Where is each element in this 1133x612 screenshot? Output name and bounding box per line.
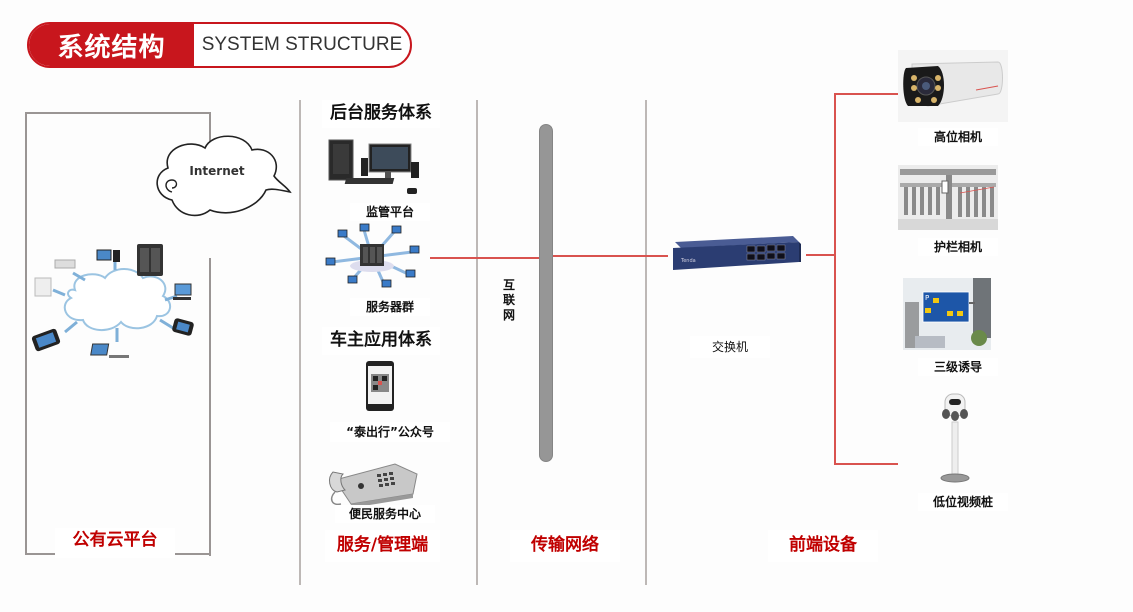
desktop-computer-icon [328,139,419,194]
divider-1 [299,100,301,585]
section-title-badge: 系统结构 SYSTEM STRUCTURE [27,22,412,68]
owner-heading: 车主应用体系 [322,327,440,355]
public-cloud-box-right-edge-bottom [209,258,211,556]
connector-bus-to-camera [834,93,898,95]
guardrail-camera-icon [898,165,998,230]
public-cloud-box-right-edge-top [209,112,211,142]
backend-heading: 后台服务体系 [322,100,440,128]
public-cloud-label: 公有云平台 [55,528,175,558]
backend-item-label: 服务器群 [350,298,430,316]
device-label: 三级诱导 [918,358,998,376]
bullet-camera-icon [898,50,1008,122]
connector-pipe-to-switch [553,255,668,257]
internet-pipe[interactable] [539,124,553,462]
connector-service-to-pipe [430,257,540,259]
service-label: 服务/管理端 [325,530,440,562]
connector-switch-to-bus [806,254,836,256]
frontend-bus [834,93,836,465]
fax-phone-icon [329,463,418,508]
pipe-label: 互 联 网 [502,278,515,322]
svg-text:P: P [925,294,929,302]
connector-bus-to-pole [834,463,898,465]
title-en: SYSTEM STRUCTURE [201,34,403,55]
title-cn: 系统结构 [29,24,194,66]
device-label: 高位相机 [918,128,998,146]
switch-label: 交换机 [690,336,770,358]
internet-cloud-icon [156,135,292,217]
laptop-icon [90,343,110,356]
qr-phone-icon [366,361,394,411]
backend-item-label: 监管平台 [350,203,430,221]
server-cluster-icon [325,223,420,288]
svg-text:Tenda: Tenda [680,258,696,264]
divider-3 [645,100,647,585]
network-cloud-icon [31,244,194,358]
transport-label: 传输网络 [510,530,620,562]
frontend-label: 前端设备 [768,530,878,562]
internet-label: Internet [189,164,245,178]
video-pole-icon [940,393,970,483]
divider-2 [476,100,478,585]
device-label: 护栏相机 [918,238,998,256]
device-label: 低位视频桩 [918,493,1008,511]
guidance-sign-icon: P [903,278,991,350]
owner-item-label: “泰出行”公众号 [330,422,450,442]
monitor-icon [174,283,192,296]
network-switch-icon: Tenda [673,236,801,270]
desktop-icon [96,249,112,261]
owner-item-label: 便民服务中心 [335,505,435,523]
